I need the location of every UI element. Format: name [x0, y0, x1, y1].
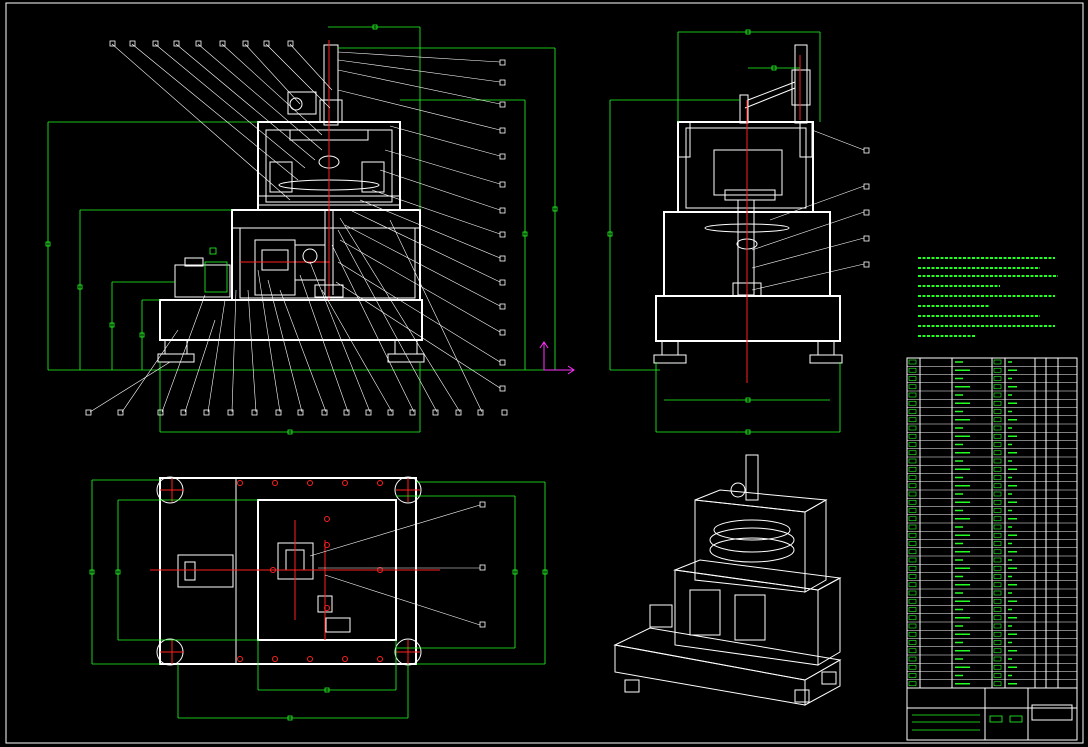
- bolt-hole: [324, 605, 330, 611]
- sheet-border: [5, 2, 1084, 744]
- part-balloon: [109, 40, 116, 47]
- part-balloon: [263, 40, 270, 47]
- part-balloon: [499, 231, 506, 238]
- bolt-hole: [377, 567, 383, 573]
- part-balloon: [499, 101, 506, 108]
- part-balloon: [863, 235, 870, 242]
- bolt-hole: [272, 480, 278, 486]
- part-balloon: [227, 409, 234, 416]
- feet: [157, 339, 425, 363]
- leaders-top-left: [111, 43, 333, 201]
- part-balloon: [297, 409, 304, 416]
- part-balloon: [195, 40, 202, 47]
- part-balloon: [501, 409, 508, 416]
- part-balloon: [863, 261, 870, 268]
- part-balloon: [863, 183, 870, 190]
- part-balloon: [499, 207, 506, 214]
- bolt-hole: [324, 516, 330, 522]
- part-balloon: [275, 409, 282, 416]
- part-balloon: [387, 409, 394, 416]
- part-balloon: [129, 40, 136, 47]
- part-balloon: [499, 385, 506, 392]
- part-balloon: [173, 40, 180, 47]
- part-balloon: [203, 409, 210, 416]
- part-balloon: [499, 79, 506, 86]
- side-view: [607, 29, 870, 435]
- part-balloon: [343, 409, 350, 416]
- technical-notes: [918, 257, 1058, 337]
- part-balloon: [499, 329, 506, 336]
- ucs-axis: [539, 341, 575, 375]
- parts-list: [906, 357, 1078, 689]
- top-view: [89, 476, 548, 721]
- side-base: [655, 295, 841, 342]
- part-balloon: [477, 409, 484, 416]
- bolt-hole: [377, 656, 383, 662]
- bolt-holes: [237, 480, 383, 662]
- part-balloon: [499, 127, 506, 134]
- part-balloon: [180, 409, 187, 416]
- part-balloon: [365, 409, 372, 416]
- bolt-hole: [342, 656, 348, 662]
- title-block: [906, 687, 1078, 741]
- bolt-hole: [237, 656, 243, 662]
- leaders-bottom: [89, 217, 483, 413]
- bolt-hole: [342, 480, 348, 486]
- motor-left: [174, 247, 231, 298]
- part-balloon: [242, 40, 249, 47]
- part-balloon: [863, 209, 870, 216]
- bolt-hole: [377, 480, 383, 486]
- part-balloon: [287, 40, 294, 47]
- part-balloon: [499, 359, 506, 366]
- side-part-balloons: [863, 147, 870, 268]
- leaders-right: [335, 51, 501, 389]
- bolt-hole: [324, 542, 330, 548]
- front-view: [45, 24, 575, 435]
- part-balloons: [85, 40, 508, 416]
- part-balloon: [499, 303, 506, 310]
- part-balloon: [499, 255, 506, 262]
- part-balloon: [117, 409, 124, 416]
- bolt-hole: [272, 656, 278, 662]
- part-balloon: [499, 153, 506, 160]
- part-balloon: [499, 59, 506, 66]
- part-balloon: [157, 409, 164, 416]
- isometric-view: [613, 454, 842, 706]
- part-balloon: [321, 409, 328, 416]
- part-balloon: [432, 409, 439, 416]
- part-balloon: [251, 409, 258, 416]
- part-balloon: [455, 409, 462, 416]
- part-balloon: [499, 279, 506, 286]
- bolt-hole: [270, 567, 276, 573]
- part-balloon: [85, 409, 92, 416]
- part-balloon: [219, 40, 226, 47]
- bolt-hole: [237, 480, 243, 486]
- part-balloon: [152, 40, 159, 47]
- part-balloon: [863, 147, 870, 154]
- front-dimensions: [45, 24, 560, 435]
- bolt-hole: [307, 480, 313, 486]
- bolt-hole: [307, 656, 313, 662]
- part-balloon: [499, 181, 506, 188]
- part-balloon: [409, 409, 416, 416]
